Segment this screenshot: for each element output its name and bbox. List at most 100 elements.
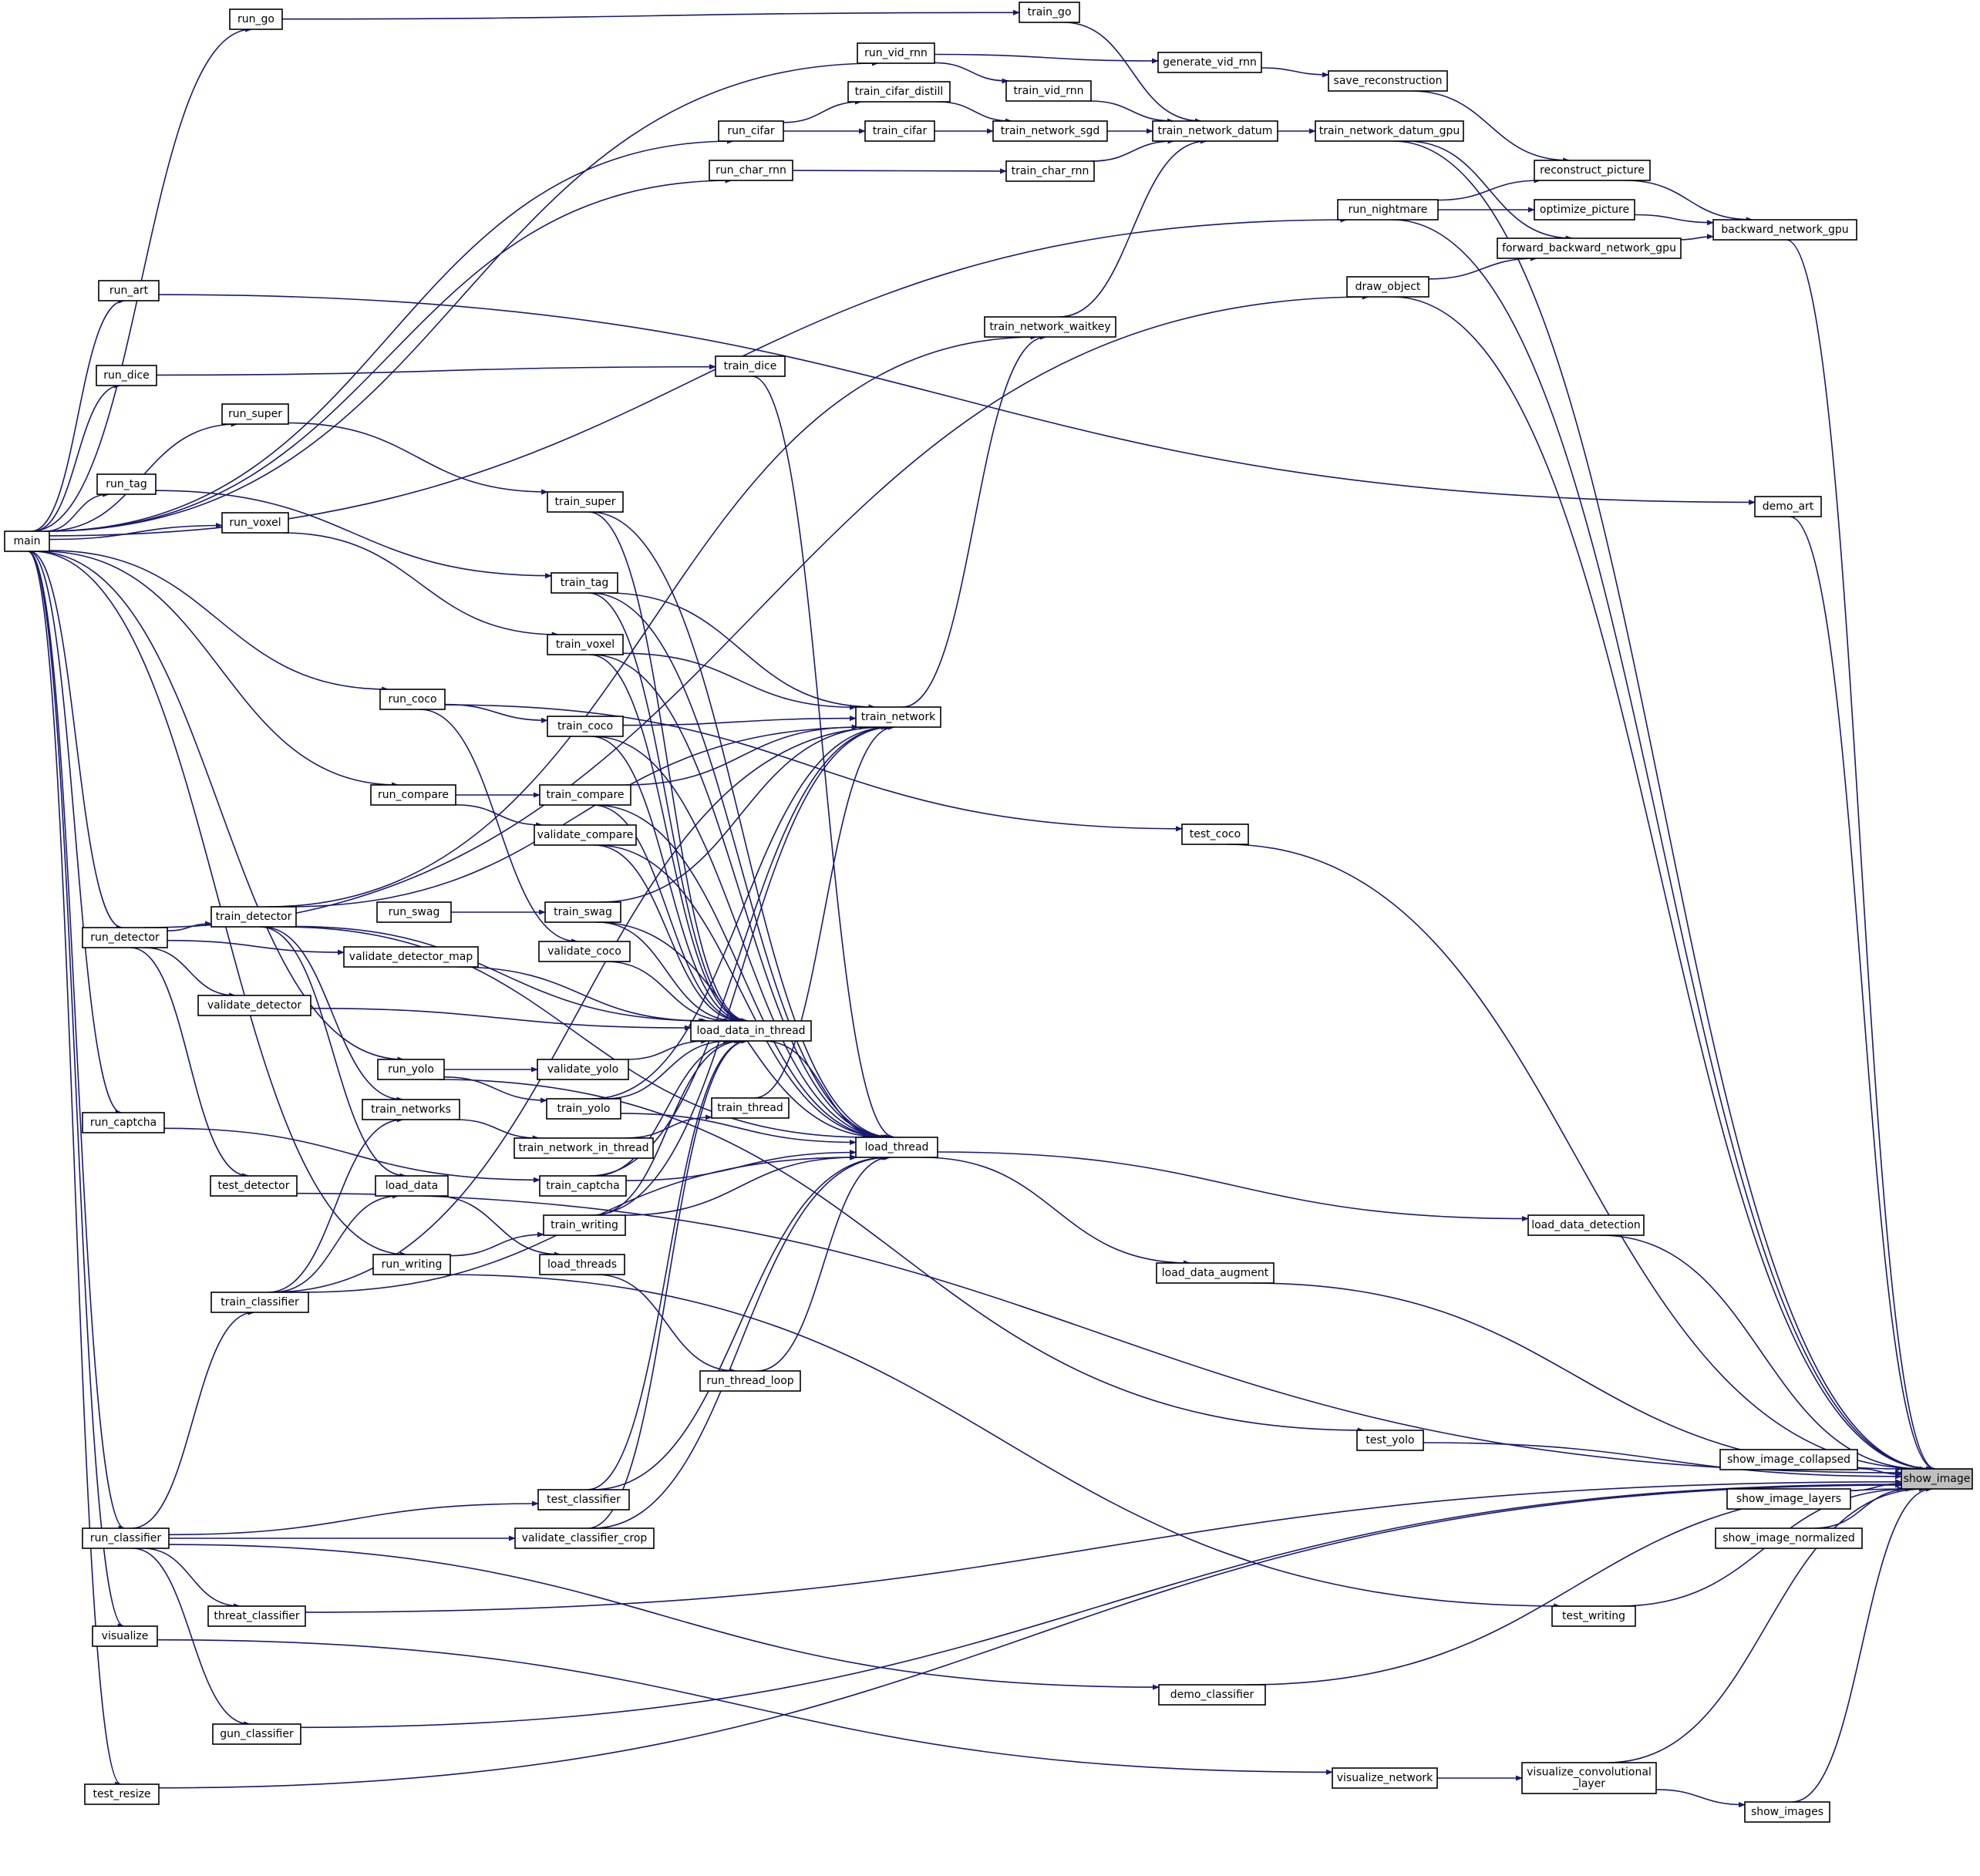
node-main[interactable]: main: [4, 530, 50, 552]
node-run_vid_rnn[interactable]: run_vid_rnn: [857, 42, 935, 64]
node-show_image_normalized[interactable]: show_image_normalized: [1715, 1527, 1863, 1549]
edge-show_image_normalized-to-show_image: [1813, 1486, 1913, 1529]
node-test_yolo[interactable]: test_yolo: [1356, 1430, 1424, 1451]
node-box-run_yolo: [377, 1059, 445, 1080]
node-train_network_datum[interactable]: train_network_datum: [1152, 120, 1278, 142]
node-visualize_network[interactable]: visualize_network: [1332, 1767, 1438, 1789]
node-run_coco[interactable]: run_coco: [379, 689, 446, 710]
node-train_thread[interactable]: train_thread: [711, 1097, 790, 1119]
node-run_classifier[interactable]: run_classifier: [82, 1527, 170, 1549]
node-load_data_augment[interactable]: load_data_augment: [1156, 1262, 1275, 1284]
node-run_art[interactable]: run_art: [98, 280, 160, 301]
node-box-optimize_picture: [1534, 199, 1635, 221]
node-box-visualize_convolutional_layer: [1521, 1762, 1657, 1794]
node-visualize[interactable]: visualize: [92, 1625, 158, 1647]
node-test_coco[interactable]: test_coco: [1181, 823, 1249, 845]
node-save_reconstruction[interactable]: save_reconstruction: [1328, 70, 1448, 92]
node-label-test_writing: test_writing: [1562, 1610, 1625, 1622]
node-train_vid_rnn[interactable]: train_vid_rnn: [1005, 80, 1092, 102]
node-train_go[interactable]: train_go: [1019, 2, 1080, 23]
node-load_data[interactable]: load_data: [375, 1175, 449, 1197]
node-train_tag[interactable]: train_tag: [551, 572, 618, 594]
node-train_voxel[interactable]: train_voxel: [547, 634, 624, 655]
node-gun_classifier[interactable]: gun_classifier: [212, 1723, 301, 1745]
node-show_image_collapsed[interactable]: show_image_collapsed: [1719, 1449, 1858, 1470]
node-label-draw_object: draw_object: [1355, 281, 1421, 293]
edge-test_coco-to-show_image: [1226, 844, 1927, 1472]
node-validate_yolo[interactable]: validate_yolo: [537, 1059, 629, 1080]
node-test_detector[interactable]: test_detector: [210, 1175, 298, 1197]
edges-layer: [27, 9, 1937, 1808]
node-train_network_datum_gpu[interactable]: train_network_datum_gpu: [1315, 120, 1464, 142]
edge-load_data_augment-to-show_image: [1250, 1282, 1903, 1472]
node-load_thread[interactable]: load_thread: [855, 1137, 938, 1158]
node-test_resize[interactable]: test_resize: [84, 1783, 160, 1805]
node-run_writing[interactable]: run_writing: [372, 1254, 451, 1275]
node-box-validate_classifier_crop: [514, 1527, 655, 1549]
node-validate_classifier_crop[interactable]: validate_classifier_crop: [514, 1527, 655, 1549]
node-train_captcha[interactable]: train_captcha: [539, 1175, 627, 1197]
node-show_image[interactable]: show_image: [1901, 1468, 1973, 1490]
node-threat_classifier[interactable]: threat_classifier: [207, 1605, 306, 1627]
edge-run_vid_rnn-to-generate_vid_rnn: [934, 53, 1159, 64]
node-box-train_compare: [539, 784, 631, 806]
node-train_detector[interactable]: train_detector: [210, 906, 297, 928]
node-run_swag[interactable]: run_swag: [376, 901, 452, 923]
node-run_yolo[interactable]: run_yolo: [377, 1059, 445, 1080]
node-train_yolo[interactable]: train_yolo: [546, 1098, 621, 1120]
node-run_super[interactable]: run_super: [221, 403, 289, 425]
node-train_swag[interactable]: train_swag: [544, 901, 621, 923]
node-train_networks[interactable]: train_networks: [362, 1099, 460, 1120]
node-train_char_rnn[interactable]: train_char_rnn: [1005, 160, 1095, 182]
node-forward_backward_network_gpu[interactable]: forward_backward_network_gpu: [1497, 237, 1682, 259]
node-run_dice[interactable]: run_dice: [96, 365, 157, 386]
node-train_cifar[interactable]: train_cifar: [864, 120, 935, 142]
node-train_coco[interactable]: train_coco: [547, 716, 624, 737]
node-visualize_convolutional_layer[interactable]: visualize_convolutional_layer: [1521, 1762, 1657, 1794]
node-run_go[interactable]: run_go: [229, 8, 283, 30]
node-run_tag[interactable]: run_tag: [96, 473, 157, 495]
node-draw_object[interactable]: draw_object: [1346, 276, 1429, 298]
node-load_threads[interactable]: load_threads: [539, 1254, 625, 1275]
node-show_image_layers[interactable]: show_image_layers: [1726, 1488, 1851, 1510]
node-run_compare[interactable]: run_compare: [370, 784, 456, 806]
node-run_captcha[interactable]: run_captcha: [82, 1112, 165, 1133]
node-demo_classifier[interactable]: demo_classifier: [1158, 1684, 1266, 1706]
node-optimize_picture[interactable]: optimize_picture: [1534, 199, 1635, 221]
node-load_data_in_thread[interactable]: load_data_in_thread: [690, 1020, 812, 1042]
node-backward_network_gpu[interactable]: backward_network_gpu: [1712, 219, 1857, 241]
node-train_compare[interactable]: train_compare: [539, 784, 631, 806]
node-train_network[interactable]: train_network: [855, 706, 941, 728]
edge-run_super-to-train_super: [288, 422, 549, 495]
node-test_writing[interactable]: test_writing: [1551, 1605, 1636, 1627]
node-run_char_rnn[interactable]: run_char_rnn: [709, 160, 793, 181]
node-run_thread_loop[interactable]: run_thread_loop: [699, 1370, 801, 1392]
node-train_cifar_distill[interactable]: train_cifar_distill: [847, 81, 951, 103]
node-run_voxel[interactable]: run_voxel: [221, 512, 289, 534]
node-train_network_in_thread[interactable]: train_network_in_thread: [514, 1137, 654, 1159]
edge-run_captcha-to-train_captcha: [163, 1127, 540, 1183]
node-generate_vid_rnn[interactable]: generate_vid_rnn: [1157, 52, 1262, 73]
node-load_data_detection[interactable]: load_data_detection: [1527, 1214, 1645, 1236]
node-run_nightmare[interactable]: run_nightmare: [1337, 199, 1439, 221]
node-test_classifier[interactable]: test_classifier: [537, 1489, 630, 1511]
node-train_network_sgd[interactable]: train_network_sgd: [992, 120, 1108, 142]
node-demo_art[interactable]: demo_art: [1754, 496, 1822, 517]
node-train_classifier[interactable]: train_classifier: [210, 1292, 309, 1313]
node-run_cifar[interactable]: run_cifar: [718, 120, 784, 142]
node-run_detector[interactable]: run_detector: [82, 927, 168, 948]
node-train_super[interactable]: train_super: [547, 491, 624, 513]
node-reconstruct_picture[interactable]: reconstruct_picture: [1534, 160, 1651, 181]
node-validate_detector[interactable]: validate_detector: [197, 995, 311, 1016]
node-show_images[interactable]: show_images: [1744, 1801, 1830, 1823]
node-validate_coco[interactable]: validate_coco: [538, 941, 631, 962]
node-validate_compare[interactable]: validate_compare: [534, 824, 637, 846]
node-label-train_detector: train_detector: [216, 911, 292, 923]
edge-run_vid_rnn-to-train_vid_rnn: [934, 62, 1009, 84]
node-validate_detector_map[interactable]: validate_detector_map: [343, 946, 479, 968]
node-train_writing[interactable]: train_writing: [543, 1214, 626, 1236]
node-train_network_waitkey[interactable]: train_network_waitkey: [984, 316, 1116, 338]
node-box-save_reconstruction: [1328, 70, 1448, 92]
node-train_dice[interactable]: train_dice: [715, 355, 786, 377]
node-label-train_coco: train_coco: [557, 720, 613, 733]
